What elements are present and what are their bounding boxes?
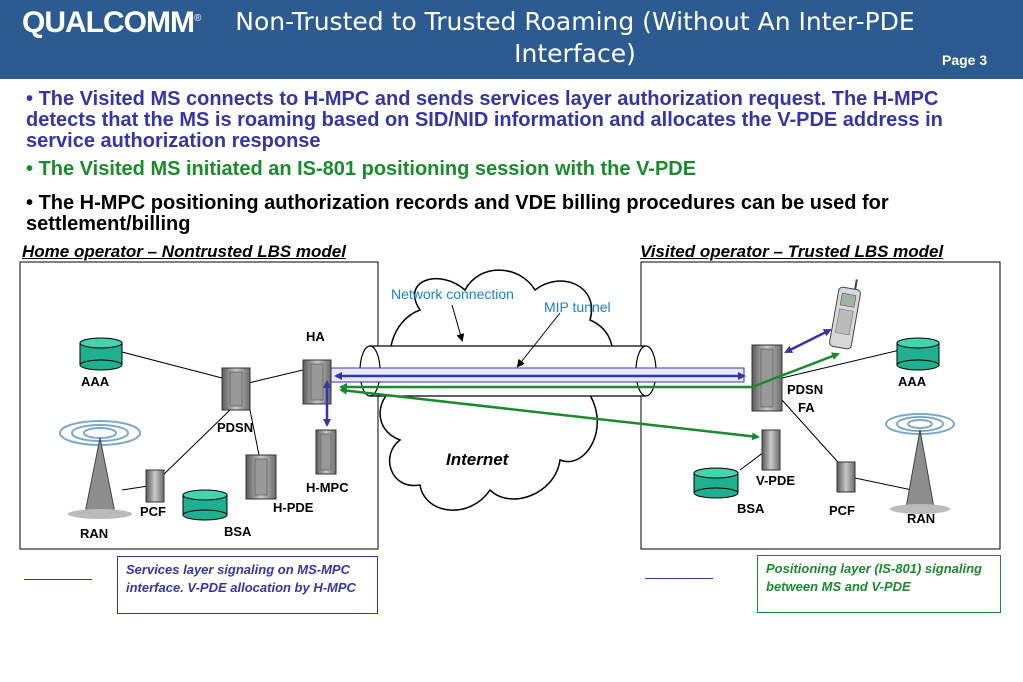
internet-label: Internet (446, 450, 509, 469)
visited-vpde-server-icon (761, 429, 781, 471)
visited-pdsn-server-icon (751, 344, 783, 412)
home-model-label: Home operator – Nontrusted LBS model (22, 242, 346, 261)
mip-tunnel-pointer (516, 312, 561, 368)
home-bsa-label: BSA (224, 524, 252, 539)
home-hpde-server-icon (245, 454, 277, 500)
visited-ran-tower-icon (885, 413, 955, 514)
bullet-billing: • The H-MPC positioning authorization re… (26, 192, 889, 235)
visited-aaa-label: AAA (898, 374, 927, 389)
visited-pcf-server-icon (836, 461, 856, 493)
visited-vpde-label: V-PDE (756, 473, 796, 488)
slide-title: Non-Trusted to Trusted Roaming (Without … (235, 7, 915, 68)
page-number: Page 3 (942, 52, 988, 68)
home-pcf-label: PCF (140, 504, 166, 519)
home-bsa-database-icon (182, 489, 228, 521)
visited-bsa-database-icon (693, 467, 739, 499)
home-pcf-server-icon (145, 469, 165, 503)
header-bar: QUALCOMM® Non-Trusted to Trusted Roaming… (0, 0, 1023, 79)
mip-tunnel-label: MIP tunnel (544, 299, 611, 315)
home-aaa-label: AAA (81, 374, 110, 389)
network-connection-label: Network connection (391, 286, 514, 302)
visited-aaa-database-icon (896, 337, 940, 371)
home-aaa-database-icon (79, 337, 123, 371)
home-ran-tower-icon (59, 420, 141, 519)
home-pdsn-label: PDSN (217, 420, 254, 435)
mobile-phone-icon (829, 279, 861, 350)
positioning-legend-line (645, 578, 713, 579)
services-legend-line (24, 579, 92, 580)
visited-model-label: Visited operator – Trusted LBS model (640, 242, 944, 261)
home-hmpc-label: H-MPC (306, 480, 349, 495)
home-ha-label: HA (306, 329, 325, 344)
home-hpde-label: H-PDE (273, 500, 314, 515)
visited-fa-label: FA (798, 400, 815, 415)
home-pdsn-server-icon (221, 367, 251, 411)
home-ran-label: RAN (80, 526, 109, 541)
visited-pdsn-label: PDSN (787, 382, 824, 397)
positioning-signaling-ms (751, 352, 840, 389)
positioning-signaling-vpde (339, 386, 760, 441)
company-logo: QUALCOMM® (22, 6, 201, 39)
bullet-is801-session: • The Visited MS initiated an IS-801 pos… (26, 158, 697, 180)
home-hmpc-server-icon (315, 429, 337, 475)
visited-ran-label: RAN (907, 511, 936, 526)
bullet-services-authorization: • The Visited MS connects to H-MPC and s… (26, 88, 943, 152)
visited-pcf-label: PCF (829, 503, 855, 518)
services-legend-note: Services layer signaling on MS-MPC inter… (117, 556, 378, 614)
visited-bsa-label: BSA (737, 501, 765, 516)
network-connection-pointer (451, 304, 465, 342)
visited-network-box (640, 261, 1001, 550)
positioning-legend-note: Positioning layer (IS-801) signaling bet… (757, 555, 1001, 613)
services-signaling-ms-pdsn (784, 328, 832, 354)
